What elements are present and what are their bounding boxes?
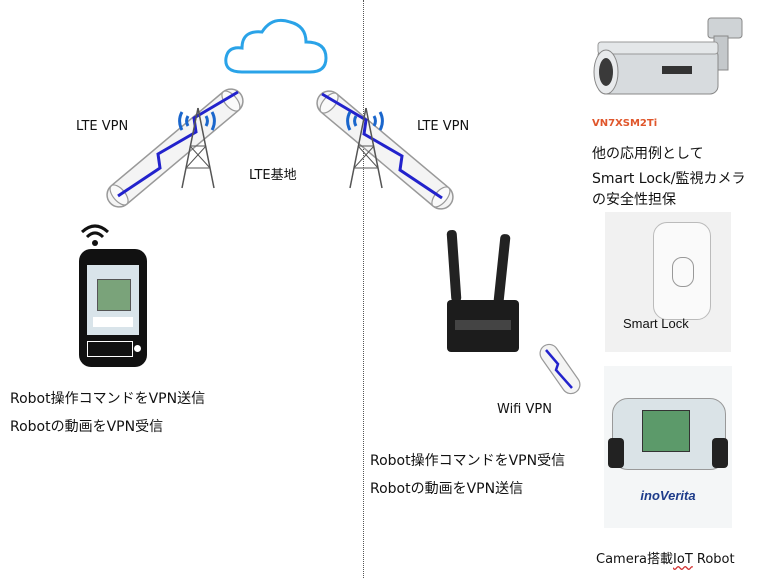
phone-caption-2: Robotの動画をVPN受信 <box>10 419 164 435</box>
robot-thumbnail <box>97 279 131 311</box>
left-lte-tower-icon <box>178 107 216 189</box>
robot-caption-prefix: Camera搭載 <box>596 552 674 567</box>
robot-board <box>642 410 690 452</box>
router-antenna-right <box>493 233 511 305</box>
smart-lock-image: Smart Lock <box>605 212 731 352</box>
phone-caption-1: Robot操作コマンドをVPN送信 <box>10 391 206 407</box>
cloud-icon <box>224 18 328 74</box>
right-lte-vpn-label: LTE VPN <box>417 119 470 134</box>
screen-caption-box <box>93 317 133 327</box>
robot-wheel-left <box>608 438 624 468</box>
robot-caption-iot: IoT <box>673 552 693 567</box>
left-vpn-tunnel <box>106 88 244 208</box>
robot-wheel-right <box>712 438 728 468</box>
robot-caption: Camera搭載IoT Robot <box>596 548 735 567</box>
right-vpn-tunnel <box>316 90 454 210</box>
camera-model-label: VN7XSM2Ti <box>592 118 658 129</box>
router-device <box>447 300 519 352</box>
other-use-line3: の安全性担保 <box>592 192 676 208</box>
home-button <box>134 345 141 352</box>
router-caption-1: Robot操作コマンドをVPN受信 <box>370 453 566 469</box>
smart-lock-body <box>653 222 711 320</box>
left-lightning <box>117 90 239 198</box>
other-use-line1: 他の応用例として <box>592 146 704 162</box>
robot-brand-label: inoVerita <box>640 488 696 503</box>
other-use-line2: Smart Lock/監視カメラ <box>592 171 746 187</box>
smart-lock-label: Smart Lock <box>623 316 689 331</box>
wifi-signal-icon <box>80 224 110 246</box>
robot-caption-suffix: Robot <box>692 552 735 567</box>
wifi-vpn-label: Wifi VPN <box>497 402 552 417</box>
left-lte-vpn-label: LTE VPN <box>76 119 129 134</box>
smartphone-screen <box>87 265 139 335</box>
robot-image: inoVerita <box>604 366 732 528</box>
router-antenna-left <box>446 229 462 303</box>
router-led-panel <box>455 320 511 330</box>
smart-lock-knob <box>672 257 694 287</box>
lte-base-label: LTE基地 <box>249 168 297 183</box>
center-divider <box>363 0 364 578</box>
wifi-vpn-tunnel <box>539 343 581 395</box>
right-lte-tower-icon <box>346 107 384 189</box>
smartphone-controls <box>87 341 133 357</box>
router-caption-2: Robotの動画をVPN送信 <box>370 481 524 497</box>
right-lightning <box>321 92 443 200</box>
surveillance-camera-icon <box>593 17 743 95</box>
smartphone <box>79 249 147 367</box>
